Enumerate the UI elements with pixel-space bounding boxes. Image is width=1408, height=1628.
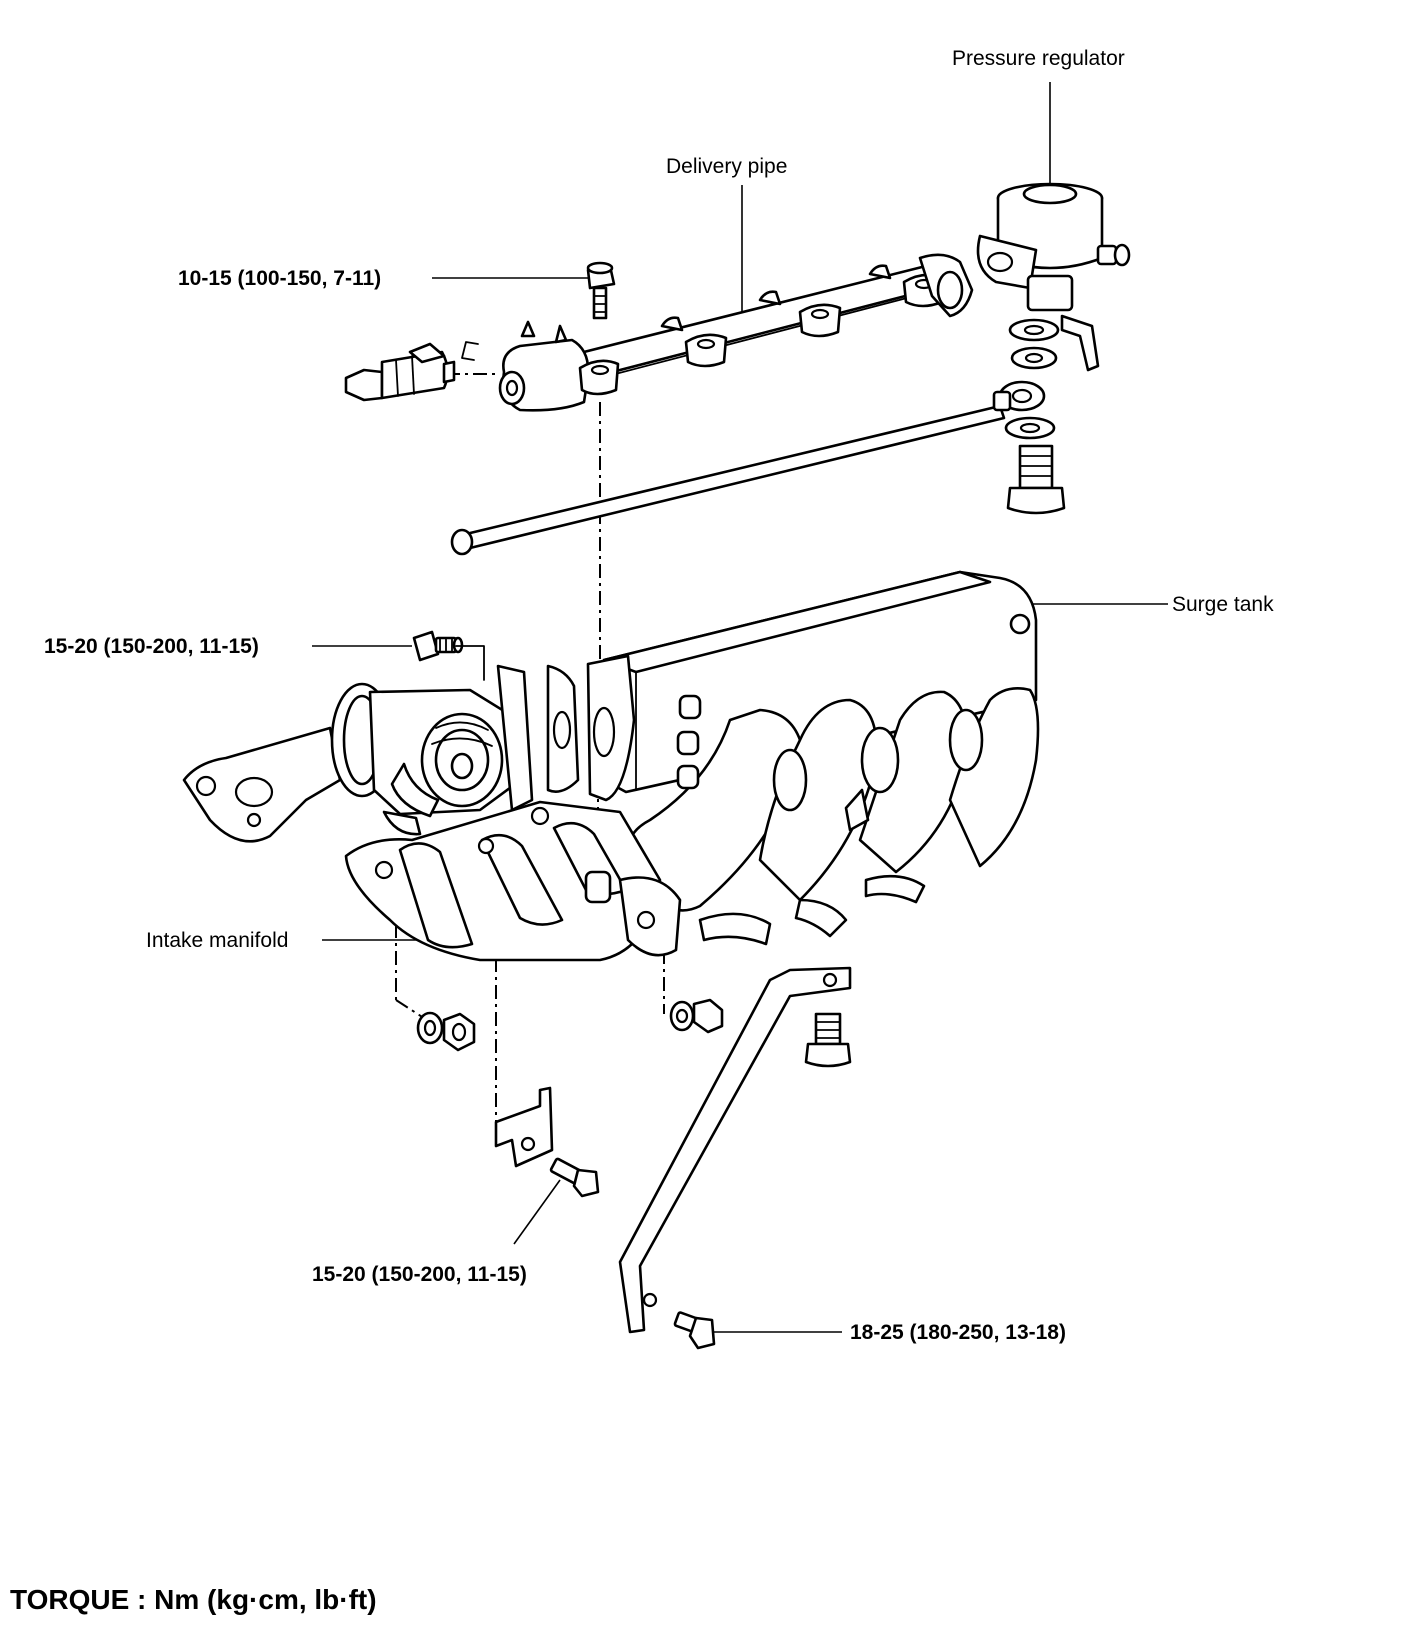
injector-clip — [461, 341, 479, 361]
torque-units-footer: TORQUE : Nm (kg·cm, lb·ft) — [10, 1584, 377, 1615]
delivery-pipe-label: Delivery pipe — [666, 155, 788, 178]
fuel-return-pipe — [450, 380, 1046, 556]
stay-upper-nut-washer — [669, 998, 724, 1034]
throttle-body-bolt — [412, 630, 485, 681]
stay-bolt-torque-label: 18-25 (180-250, 13-18) — [850, 1321, 1066, 1344]
bracket-bolt — [549, 1157, 600, 1198]
intake-runners — [626, 687, 1040, 912]
stay-upper-bolt — [804, 1012, 852, 1068]
surge-tank-label: Surge tank — [1172, 593, 1274, 616]
intake-manifold — [344, 800, 926, 962]
throttle-body — [182, 664, 580, 843]
small-bracket — [494, 1086, 554, 1168]
leader-lines — [312, 82, 1168, 1333]
washers-stack — [1004, 318, 1060, 440]
delivery-pipe — [498, 253, 974, 412]
surge-tank-flange-bosses — [586, 654, 702, 802]
intake-manifold-label: Intake manifold — [146, 929, 289, 952]
manifold-stay — [618, 966, 852, 1334]
bracket-bolt-torque-label: 15-20 (150-200, 11-15) — [312, 1263, 527, 1286]
pressure-regulator — [976, 182, 1131, 312]
delivery-pipe-bolt — [586, 261, 616, 320]
regulator-bracket — [1060, 314, 1100, 372]
manifold-nut-washer — [416, 1011, 476, 1052]
delivery-pipe-bolt-torque-label: 10-15 (100-150, 7-11) — [178, 267, 382, 290]
regulator-screw — [1096, 243, 1131, 267]
throttle-body-bolt-torque-label: 15-20 (150-200, 11-15) — [44, 635, 259, 658]
pressure-regulator-label: Pressure regulator — [952, 47, 1125, 70]
banjo-bolt — [1006, 444, 1066, 515]
stay-lower-bolt — [673, 1311, 716, 1350]
fuel-injector — [344, 342, 456, 402]
rail-mount-bosses — [578, 273, 946, 396]
